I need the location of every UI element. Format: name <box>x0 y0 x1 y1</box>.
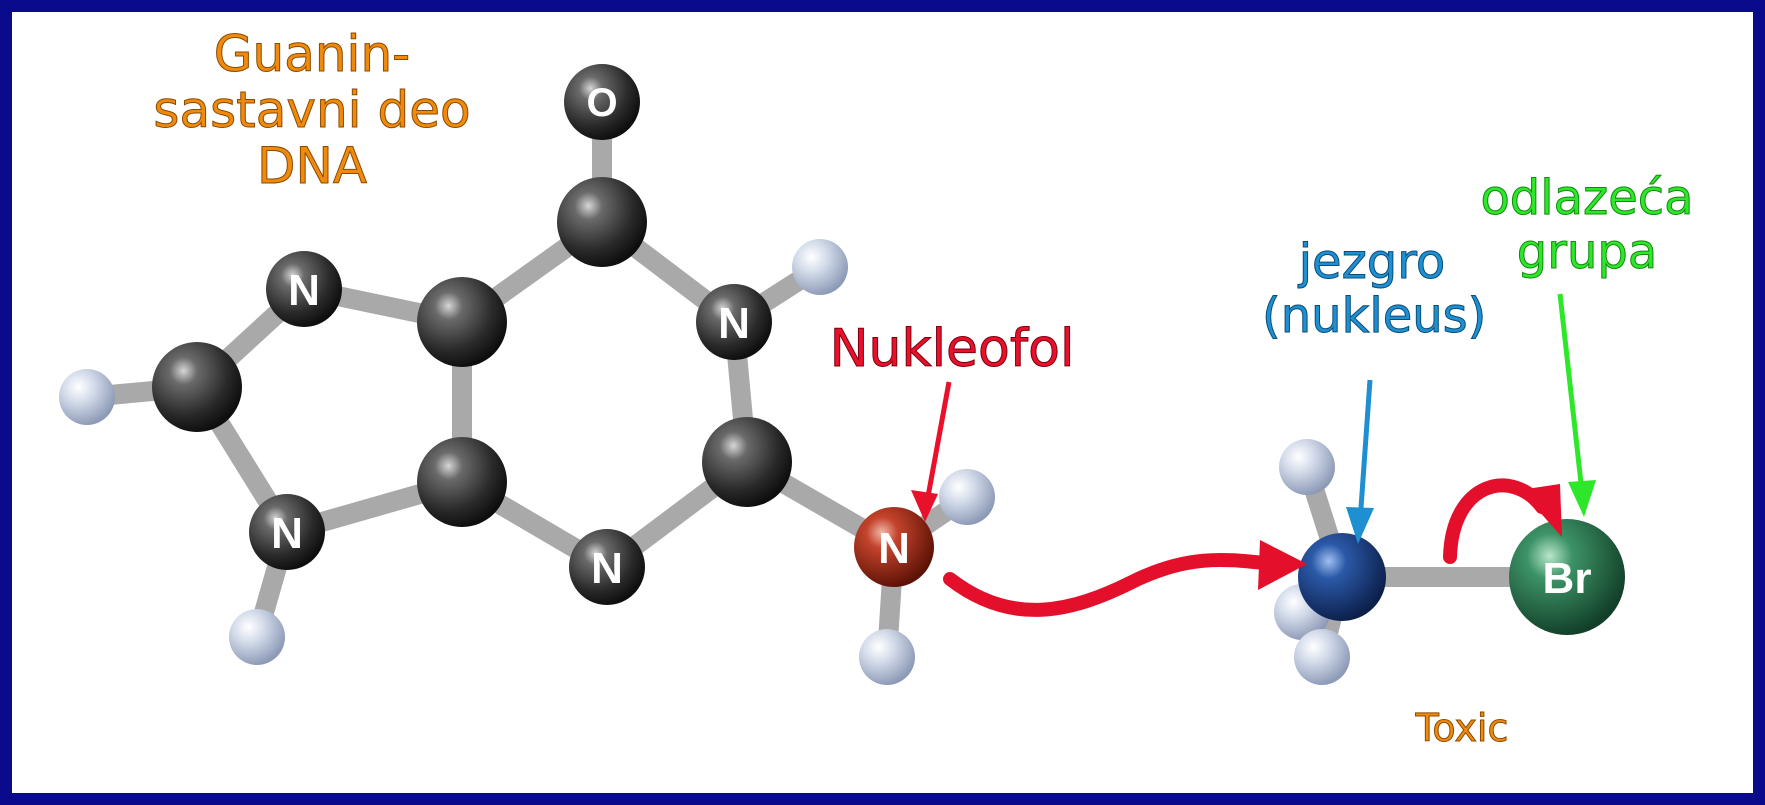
carbon-atom <box>417 277 507 367</box>
nitrogen-atom-label: N <box>288 266 320 315</box>
nucleophile-pointer-arrow <box>911 381 952 522</box>
carbon-atom <box>152 342 242 432</box>
nucleophilic-attack-arrow <box>943 552 1281 617</box>
bromine-atom-label: Br <box>1543 554 1592 603</box>
nucleus-pointer-arrow <box>1346 379 1374 544</box>
oxygen-atom: O <box>564 64 640 140</box>
guanine-label-line3: DNA <box>256 137 368 195</box>
leaving-group-pointer-arrow <box>1557 293 1596 517</box>
bromine-atom: Br <box>1509 519 1625 635</box>
carbon-atom <box>702 417 792 507</box>
nitrogen-atom-n3: N <box>569 529 645 605</box>
nucleus-label-line2: (nukleus) <box>1262 287 1487 344</box>
nitrogen-atom-n7: N <box>266 251 342 327</box>
nucleophile-nitrogen-atom: N <box>854 507 934 587</box>
nucleophilic-attack-arrowhead <box>1258 540 1307 590</box>
toxic-label: Toxic <box>1415 706 1509 750</box>
nitrogen-atom-label: N <box>591 544 623 593</box>
carbon-atom <box>417 437 507 527</box>
hydrogen-atom <box>229 609 285 665</box>
hydrogen-atom <box>1279 439 1335 495</box>
hydrogen-atom <box>59 369 115 425</box>
nucleophile-label: Nukleofol <box>829 319 1075 379</box>
guanine-label: Guanin- sastavni deo DNA <box>127 25 497 195</box>
carbon-atom <box>557 177 647 267</box>
nitrogen-atom-label: N <box>718 299 750 348</box>
nitrogen-atom-label: N <box>271 509 303 558</box>
leaving-group-label-line1: odlazeća <box>1480 170 1694 226</box>
diagram-canvas: O N N N N N Br <box>12 12 1753 793</box>
nitrogen-atom-label: N <box>878 524 910 573</box>
nitrogen-atom-n9: N <box>249 494 325 570</box>
hydrogen-atom <box>792 239 848 295</box>
oxygen-atom-label: O <box>586 81 617 125</box>
nucleus-label-line1: jezgro <box>1298 234 1446 290</box>
leaving-group-arrowhead <box>1520 484 1562 537</box>
methyl-carbon-atom <box>1298 533 1386 621</box>
nucleus-label: jezgro (nukleus) <box>1262 234 1487 344</box>
hydrogen-atom <box>859 629 915 685</box>
guanine-label-line2: sastavni deo <box>153 81 471 139</box>
carbon-atoms <box>152 177 792 527</box>
molecule-diagram: O N N N N N Br <box>59 64 1625 685</box>
leaving-group-label-line2: grupa <box>1516 223 1658 280</box>
guanine-label-line1: Guanin- <box>213 25 411 83</box>
nitrogen-atom-n1: N <box>696 284 772 360</box>
hydrogen-atom <box>1294 629 1350 685</box>
hydrogen-atom <box>939 469 995 525</box>
leaving-group-label: odlazeća grupa <box>1462 170 1712 280</box>
